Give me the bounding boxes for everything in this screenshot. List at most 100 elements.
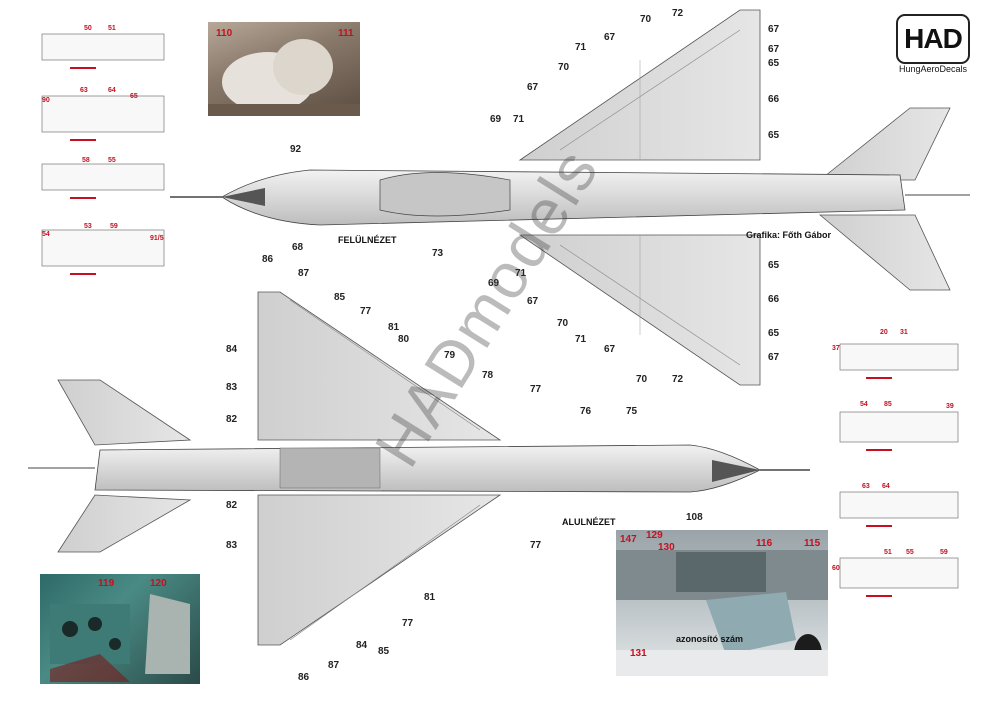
callout: 80 [398,334,410,345]
callout: 77 [402,618,414,629]
stencil-num: 85 [884,401,892,408]
callout: 82 [226,414,238,425]
callout: 69 [488,278,500,289]
callout: 78 [482,370,494,381]
callout: 76 [580,406,592,417]
stencil-num: 60 [832,565,840,572]
stencil-num: 20 [880,329,888,336]
top-callouts: 70 72 67 71 67 67 65 70 67 66 69 71 65 9… [290,8,780,385]
callout: 84 [226,344,238,355]
callout: 71 [515,268,527,279]
fuselage-photo: 147 129 130 116 115 131 azonosító szám [616,530,828,676]
callout: 68 [292,242,304,253]
parachute-photo: 110 111 [208,22,360,116]
callout: 108 [686,512,703,523]
callout: 66 [768,294,780,305]
callout: 77 [530,540,542,551]
stencil-num: 64 [882,483,890,490]
callout: 65 [768,130,780,141]
stencil-num: 63 [80,87,88,94]
stencil-num: 54 [860,401,868,408]
callout: 65 [768,328,780,339]
callout: 70 [558,62,570,73]
callout: 67 [527,82,539,93]
stencil-num: 59 [110,223,118,230]
callout: 84 [356,640,368,651]
stencil-num: 50 [84,25,92,32]
callout: 70 [636,374,648,385]
callout: 67 [527,296,539,307]
callout: 67 [768,352,780,363]
photo-label-110: 110 [216,28,233,39]
callout: 92 [290,144,302,155]
callout: 71 [513,114,525,125]
callout: 72 [672,8,684,19]
bottom-callouts: 86 87 85 77 81 80 84 79 78 83 77 82 76 7… [226,254,703,683]
top-view-aircraft [170,9,970,386]
stencil-num: 63 [862,483,870,490]
stencil-num: 90 [42,97,50,104]
parachute-photo-art: 110 111 [208,28,360,116]
callout: 87 [298,268,310,279]
top-view-label: FELÜLNÉZET [338,235,397,245]
callout: 72 [672,374,684,385]
callout: 73 [432,248,444,259]
photo-label-130: 130 [658,542,675,553]
callout: 85 [334,292,346,303]
right-stencil-diagrams: 37 20 31 54 85 39 63 64 60 51 55 59 [832,329,959,597]
stencil-num: 55 [108,157,116,164]
callout: 81 [424,592,436,603]
callout: 87 [328,660,340,671]
cockpit-photo-art: 119 120 [50,578,190,682]
credit-label: Grafika: Főth Gábor [746,230,832,240]
callout: 82 [226,500,238,511]
callout: 77 [530,384,542,395]
stencil-num: 59 [940,549,948,556]
photo-label-116: 116 [756,538,773,549]
stencil-num: 53 [84,223,92,230]
stencil-num: 54 [42,231,50,238]
stencil-num: 64 [108,87,116,94]
stencil-num: 51 [108,25,116,32]
callout: 83 [226,382,238,393]
cockpit-photo: 119 120 [40,574,200,684]
had-logo-name: HungAeroDecals [898,64,968,74]
photo-label-147: 147 [620,534,637,545]
callout: 86 [262,254,274,265]
callout: 86 [298,672,310,683]
callout: 79 [444,350,456,361]
callout: 65 [768,260,780,271]
callout: 81 [388,322,400,333]
photo-label-129: 129 [646,530,663,541]
stencil-num: 31 [900,329,908,336]
photo-caption: azonosító szám [676,634,743,644]
callout: 69 [490,114,502,125]
photo-label-115: 115 [804,538,821,549]
had-logo: HAD [896,14,970,64]
callout: 66 [768,94,780,105]
photo-label-111: 111 [338,28,354,39]
stencil-num: 37 [832,345,840,352]
callout: 67 [604,344,616,355]
stencil-num: 51 [884,549,892,556]
stencil-num: 39 [946,403,954,410]
callout: 77 [360,306,372,317]
bottom-view-aircraft [28,291,810,646]
callout: 85 [378,646,390,657]
callout: 67 [768,24,780,35]
callout: 83 [226,540,238,551]
callout: 71 [575,42,587,53]
callout: 70 [640,14,652,25]
photo-label-119: 119 [98,578,115,589]
callout: 65 [768,58,780,69]
photo-label-120: 120 [150,578,167,589]
stencil-num: 58 [82,157,90,164]
left-stencil-diagrams: 50 51 90 63 64 65 58 55 54 53 59 91/5 [41,25,165,275]
fuselage-photo-art: 147 129 130 116 115 131 azonosító szám [616,530,828,676]
callout: 75 [626,406,638,417]
callout: 71 [575,334,587,345]
stencil-num: 65 [130,93,138,100]
stencil-num: 91/5 [150,235,164,242]
callout: 67 [768,44,780,55]
